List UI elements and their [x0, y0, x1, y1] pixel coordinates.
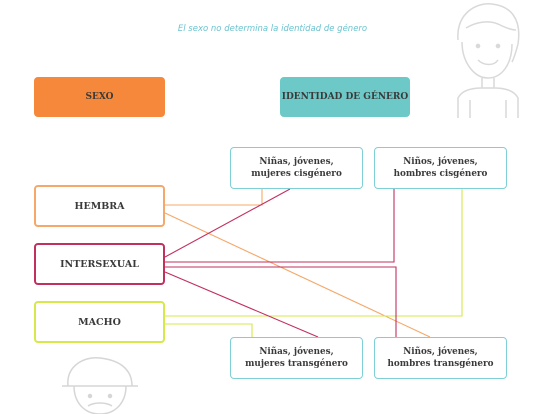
box-ninos-cisgenero-line2: hombres cisgénero [393, 169, 488, 179]
header-sexo: SEXO [34, 77, 165, 117]
diagram-subtitle: El sexo no determina la identidad de gén… [177, 24, 368, 34]
bearded-person-icon [62, 357, 138, 414]
line-inter-ninos-cis [165, 189, 395, 263]
line-macho-ninos-cis [165, 189, 463, 317]
line-inter-ninas-trans [164, 271, 319, 338]
box-ninos-cisgenero: Niños, jóvenes, hombres cisgénero [374, 147, 507, 189]
box-ninos-transgenero-line2: hombres transgénero [387, 359, 494, 369]
box-hembra: HEMBRA [34, 185, 165, 227]
line-inter-ninas-cis [164, 188, 291, 258]
box-ninos-transgenero: Niños, jóvenes, hombres transgénero [374, 337, 507, 379]
box-ninas-transgenero-line1: Niñas, jóvenes, [259, 347, 334, 357]
box-ninas-cisgenero-line2: mujeres cisgénero [251, 169, 342, 179]
smiling-person-icon [457, 3, 520, 118]
line-macho-ninas-trans [165, 323, 253, 337]
line-inter-ninos-trans [165, 266, 397, 337]
box-ninas-transgenero: Niñas, jóvenes, mujeres transgénero [230, 337, 363, 379]
box-ninas-transgenero-line2: mujeres transgénero [245, 359, 348, 369]
box-ninos-cisgenero-line1: Niños, jóvenes, [403, 157, 478, 167]
box-ninos-transgenero-line1: Niños, jóvenes, [403, 347, 478, 357]
box-ninas-cisgenero: Niñas, jóvenes, mujeres cisgénero [230, 147, 363, 189]
box-macho: MACHO [34, 301, 165, 343]
header-identidad-genero: IDENTIDAD DE GÉNERO [280, 77, 410, 117]
box-ninas-cisgenero-line1: Niñas, jóvenes, [259, 157, 334, 167]
line-hembra-ninos-trans [164, 212, 431, 338]
line-hembra-ninas-cis [165, 189, 263, 206]
box-intersexual: INTERSEXUAL [34, 243, 165, 285]
